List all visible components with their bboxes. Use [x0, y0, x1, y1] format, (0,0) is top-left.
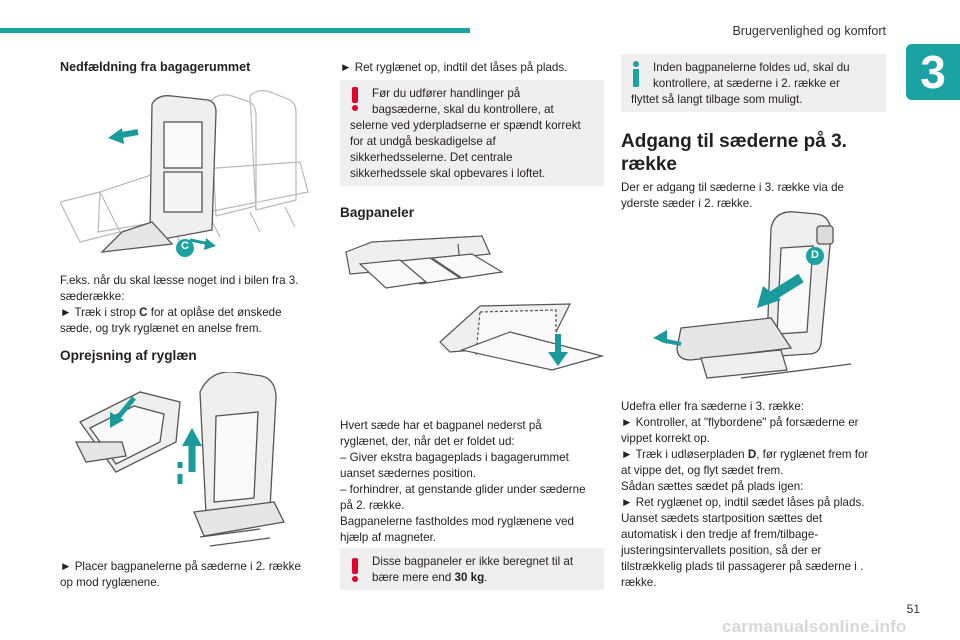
header-accent-bar [0, 28, 470, 33]
illustration-rear-panels [344, 235, 604, 371]
paragraph-line: på 2. række. [340, 499, 405, 512]
heading-rear-panels: Bagpaneler [340, 205, 415, 220]
warning-note-weight: Disse bagpaneler er ikke beregnet til at… [340, 548, 604, 590]
warning-line: bære mere end 30 kg. [372, 571, 488, 584]
paragraph-line: sæde, og tryk ryglænet en anelse frem. [60, 322, 262, 335]
page-number: 51 [906, 602, 920, 616]
warning-icon [352, 558, 358, 582]
paragraph-line: ► Ret ryglænet op, indtil sædet låses på… [621, 496, 865, 509]
illustration-access-third-row [653, 211, 852, 379]
paragraph-line: Sådan sættes sædet på plads igen: [621, 480, 804, 493]
heading-fold-from-trunk: Nedfældning fra bagagerummet [60, 60, 251, 74]
heading-raise-backrest: Oprejsning af ryglæn [60, 348, 197, 363]
paragraph-line: – forhindrer, at genstande glider under … [340, 483, 586, 496]
paragraph-line: vippet korrekt op. [621, 432, 710, 445]
paragraph-line: at vippe det, og flyt sædet frem. [621, 464, 784, 477]
paragraph-line: hjælp af magneter. [340, 531, 437, 544]
paragraph-line: Bagpanelerne fastholdes mod ryglænene ve… [340, 515, 574, 528]
warning-line: Før du udfører handlinger på [372, 87, 521, 100]
paragraph-line: ► Træk i strop C for at oplåse det ønske… [60, 306, 282, 319]
warning-line: Disse bagpaneler er ikke beregnet til at [372, 555, 574, 568]
chapter-tab: 3 [906, 44, 960, 100]
info-line: flyttet så langt tilbage som muligt. [631, 93, 803, 106]
paragraph-line: Uanset sædets startposition sættes det [621, 512, 823, 525]
paragraph-line: tilstrækkelig plads til passagerer på sæ… [621, 560, 864, 573]
warning-note-seatbelts: Før du udfører handlinger på bagsæderne,… [340, 80, 604, 186]
label-c-badge: C [181, 240, 189, 252]
paragraph-line: ryglænet, der, når det er foldet ud: [340, 435, 515, 448]
paragraph-line: Hvert sæde har et bagpanel nederst på [340, 419, 542, 432]
paragraph-line: ► Placer bagpanelerne på sæderne i 2. ræ… [60, 560, 301, 573]
paragraph-line: ► Kontroller, at "flybordene" på forsæde… [621, 416, 859, 429]
paragraph-line: uanset sædernes position. [340, 467, 476, 480]
paragraph-line: yderste sæder i 2. række. [621, 197, 753, 210]
paragraph-line: ► Ret ryglænet op, indtil det låses på p… [340, 61, 568, 74]
paragraph-line: automatisk i den tredje af frem/tilbage- [621, 528, 819, 541]
warning-line: sikkerhedssele skal opbevares i loftet. [350, 167, 546, 180]
info-line: kontrollere, at sæderne i 2. række er [653, 77, 840, 90]
paragraph-line: Udefra eller fra sæderne i 3. række: [621, 400, 804, 413]
info-note-panels: Inden bagpanelerne foldes ud, skal du ko… [621, 54, 886, 112]
paragraph-line: Der er adgang til sæderne i 3. række via… [621, 181, 844, 194]
illustration-raise-backrest [74, 372, 285, 547]
illustration-fold-from-trunk [60, 90, 309, 257]
warning-line: sikkerhedsselerne. Det centrale [350, 151, 513, 164]
section-title: Brugervenlighed og komfort [732, 24, 886, 38]
paragraph-line: ► Træk i udløserpladen D, før ryglænet f… [621, 448, 869, 461]
warning-line: selerne ved yderpladserne er spændt korr… [350, 119, 581, 132]
heading-access-third-row: Adgang til sæderne på 3.række [621, 131, 847, 175]
paragraph-line: række. [621, 576, 657, 589]
warning-icon [352, 87, 358, 111]
paragraph-line: – Giver ekstra bagageplads i bagagerumme… [340, 451, 569, 464]
paragraph-line: F.eks. når du skal læsse noget ind i bil… [60, 274, 299, 287]
paragraph-line: sæderække: [60, 290, 125, 303]
footer-watermark[interactable]: carmanualsonline.info [722, 617, 907, 636]
info-icon [633, 61, 639, 87]
paragraph-line: op mod ryglænene. [60, 576, 160, 589]
warning-line: for at undgå beskadigelse af [350, 135, 496, 148]
paragraph-line: justeringsintervallets position, så der … [621, 544, 822, 557]
warning-line: bagsæderne, skal du kontrollere, at [372, 103, 554, 116]
info-line: Inden bagpanelerne foldes ud, skal du [653, 61, 850, 74]
label-d-badge: D [811, 249, 819, 261]
